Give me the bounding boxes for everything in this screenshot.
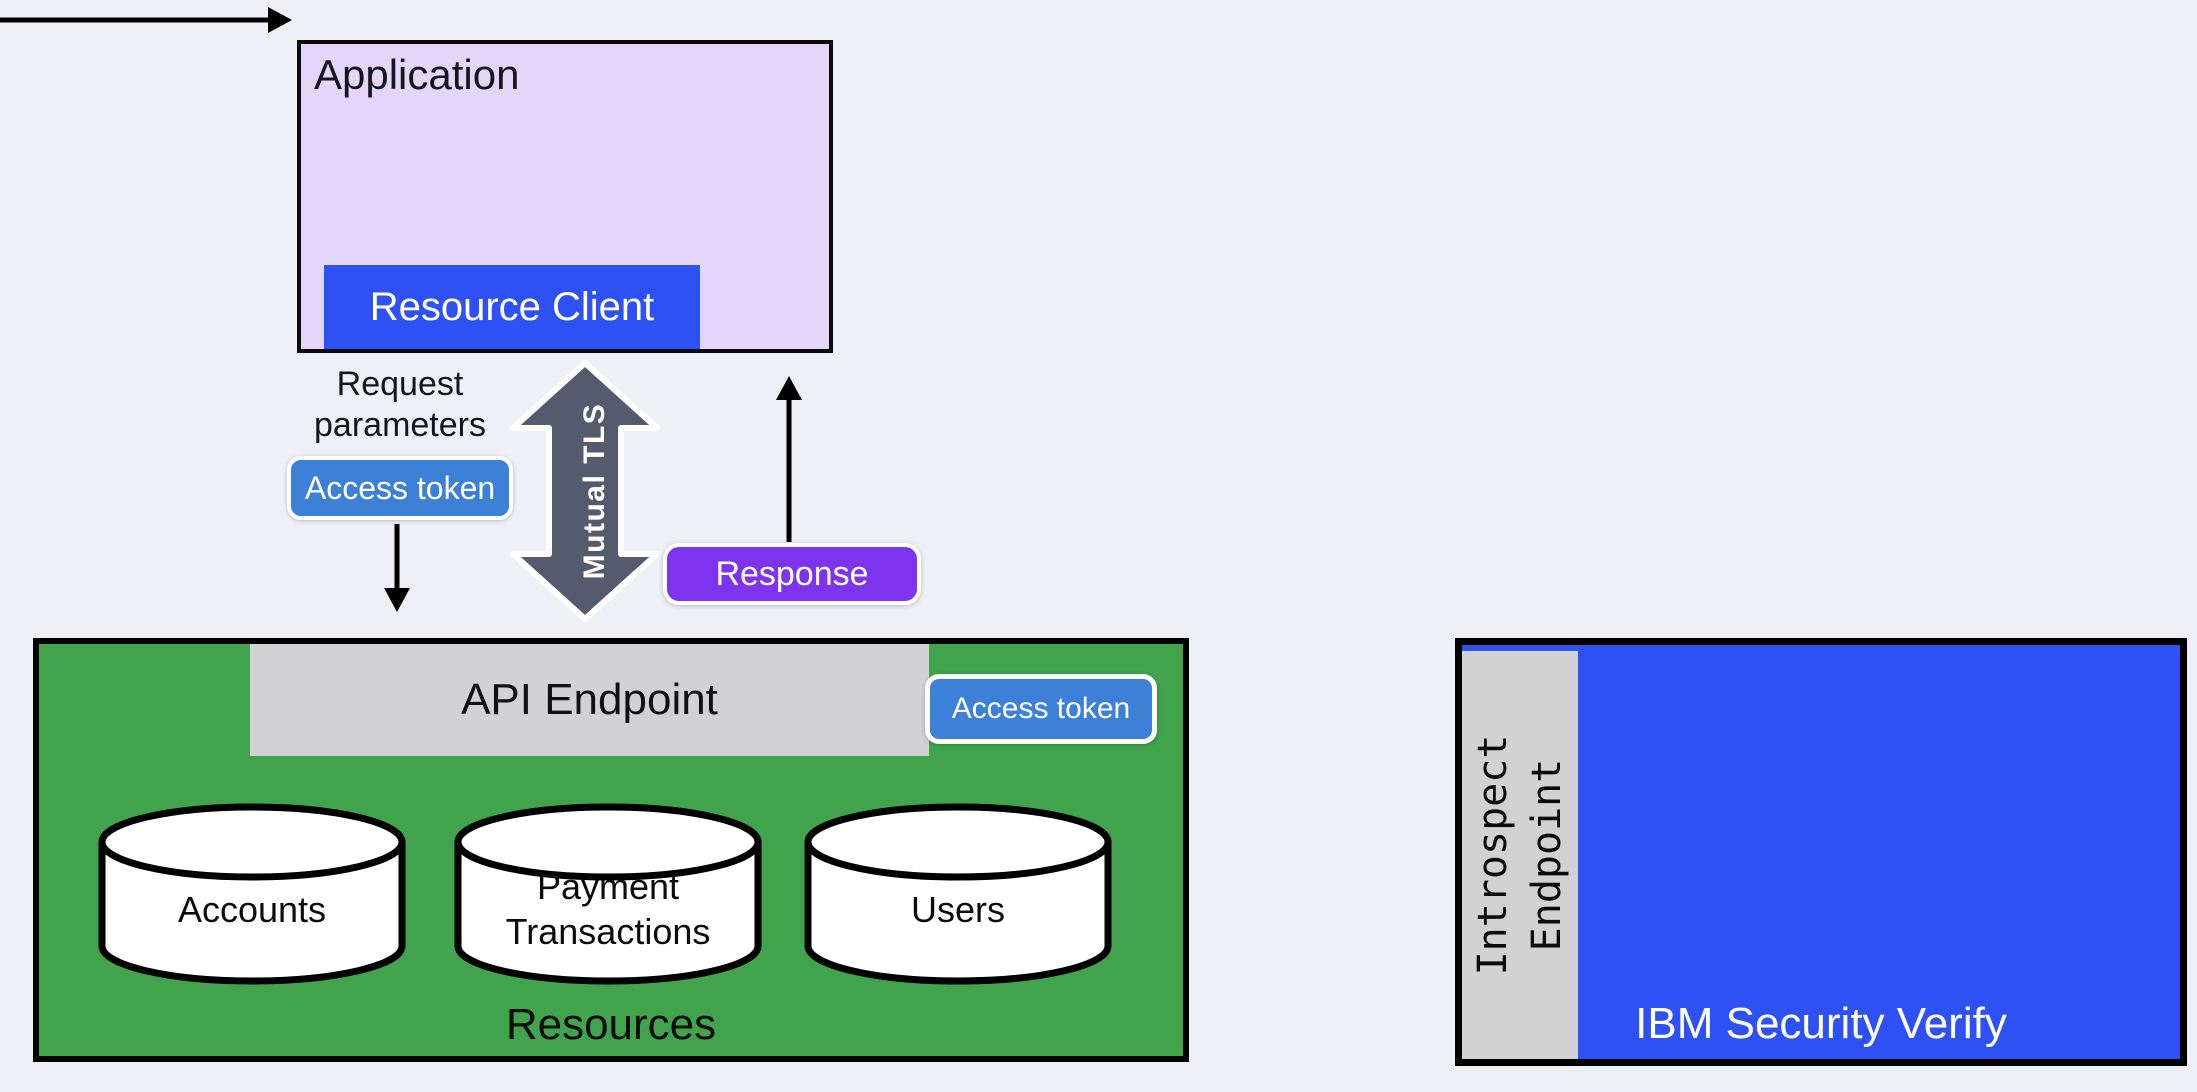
double-arrow-shape — [510, 360, 660, 622]
database-icon — [98, 803, 406, 985]
request-parameters-line1: Request — [336, 365, 464, 403]
access-token-badge-introspect: Access token — [925, 674, 1157, 744]
response-badge: Response — [663, 543, 921, 605]
database-icon — [804, 803, 1112, 985]
database-label: Accounts — [177, 888, 327, 930]
introspect-line1: Introspect — [1470, 734, 1516, 976]
introspect-line2: Endpoint — [1524, 758, 1570, 952]
resource-client-box: Resource Client — [324, 265, 700, 349]
access-token-badge-request: Access token — [287, 456, 513, 520]
database-cylinder-accounts: Accounts — [95, 802, 409, 988]
request-parameters-label: Request parameters — [287, 364, 513, 446]
request-parameters-line2: parameters — [314, 406, 486, 444]
response-up-arrow — [776, 376, 802, 542]
mutual-tls-label: Mutual TLS — [578, 403, 611, 580]
resources-label: Resources — [505, 1000, 717, 1049]
database-label: Payment Transactions — [505, 866, 711, 952]
database-cylinder-users: Users — [801, 802, 1115, 988]
mutual-tls-arrow: Mutual TLS — [510, 360, 660, 622]
introspect-endpoint-bar: Introspect Endpoint — [1462, 651, 1578, 1059]
application-box: Application Resource Client — [297, 40, 833, 353]
database-icon — [454, 803, 762, 985]
database-cylinder-payment-transactions: Payment Transactions — [451, 802, 765, 988]
resource-server-box: API Endpoint Access token Accounts Payme… — [33, 638, 1189, 1062]
introspect-arrow — [0, 7, 292, 33]
ibm-security-verify-box: Introspect Endpoint IBM Security Verify — [1455, 638, 2187, 1066]
request-down-arrow — [384, 524, 410, 612]
database-label: Users — [910, 888, 1005, 930]
application-title: Application — [314, 51, 520, 98]
api-endpoint-bar: API Endpoint — [250, 644, 929, 756]
ibm-security-verify-label: IBM Security Verify — [1635, 999, 2007, 1048]
